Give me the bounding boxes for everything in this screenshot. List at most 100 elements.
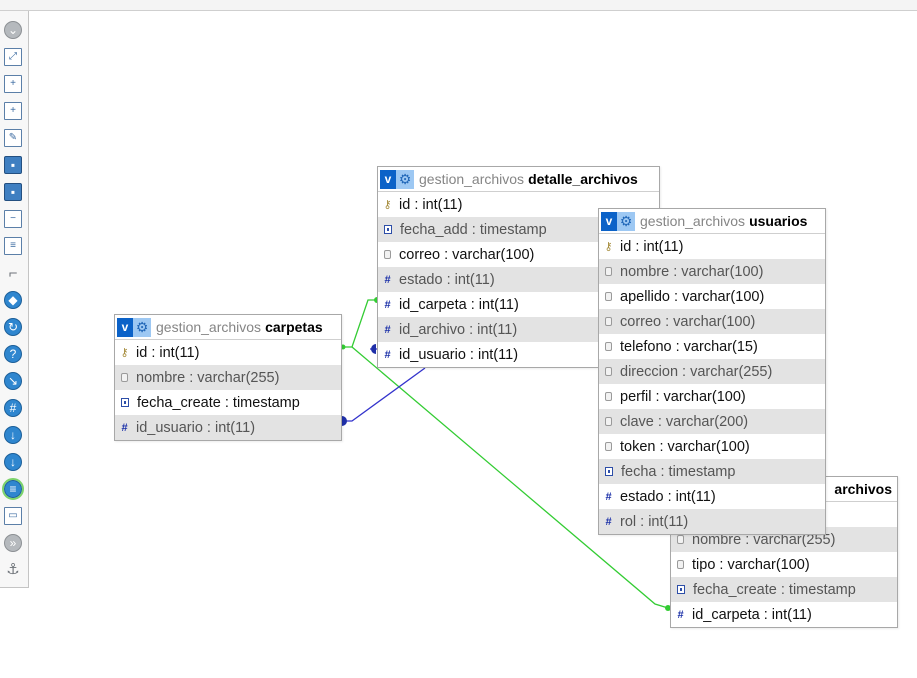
column-text: id_carpeta : int(11) — [692, 606, 812, 623]
move-menu-icon[interactable]: ↓ — [4, 453, 22, 471]
toggle-columns-button[interactable]: v — [117, 317, 133, 337]
column-row[interactable]: ⚷ id : int(11) — [378, 192, 659, 217]
text-type-icon — [384, 250, 391, 259]
pin-icon[interactable]: ⚓ — [6, 560, 20, 578]
text-type-icon — [677, 535, 684, 544]
gear-icon[interactable]: ⚙ — [396, 169, 414, 189]
column-text: rol : int(11) — [620, 513, 689, 530]
collapse-expand-icon[interactable]: ▭ — [4, 507, 22, 525]
column-row[interactable]: correo : varchar(100) — [378, 242, 659, 267]
column-row[interactable]: #rol : int(11) — [599, 509, 825, 534]
column-text: id_usuario : int(11) — [136, 419, 256, 436]
timestamp-icon — [121, 398, 129, 407]
add-table-icon[interactable]: + — [4, 75, 22, 93]
angular-links-icon[interactable]: ⌐ — [8, 264, 18, 282]
numeric-icon: # — [384, 348, 391, 361]
column-text: id_archivo : int(11) — [399, 321, 518, 338]
text-type-icon — [605, 417, 612, 426]
column-row[interactable]: # id_usuario : int(11) — [378, 342, 659, 367]
numeric-icon: # — [677, 608, 684, 621]
column-row[interactable]: fecha : timestamp — [599, 459, 825, 484]
export-icon[interactable]: ↓ — [4, 426, 22, 444]
small-big-icon[interactable]: ↻ — [4, 318, 22, 336]
column-text: estado : int(11) — [399, 271, 495, 288]
toggle-columns-button[interactable]: v — [380, 169, 396, 189]
snap-to-grid-icon[interactable]: ◆ — [4, 291, 22, 309]
pdf-export-icon[interactable]: ≡ — [4, 237, 22, 255]
column-row[interactable]: clave : varchar(200) — [599, 409, 825, 434]
toggle-columns-button[interactable]: v — [601, 211, 617, 231]
help-icon[interactable]: ? — [4, 345, 22, 363]
top-bar — [0, 0, 917, 11]
column-row[interactable]: ⚷id : int(11) — [599, 234, 825, 259]
column-text: fecha_add : timestamp — [400, 221, 547, 238]
table-header[interactable]: v ⚙ gestion_archivos usuarios — [599, 209, 825, 234]
table-header[interactable]: v ⚙ gestion_archivos carpetas — [115, 315, 341, 340]
column-row[interactable]: apellido : varchar(100) — [599, 284, 825, 309]
fullscreen-icon[interactable]: ⤢ — [4, 48, 22, 66]
table-name[interactable]: detalle_archivos — [528, 171, 638, 187]
column-text: nombre : varchar(100) — [620, 263, 764, 280]
column-text: apellido : varchar(100) — [620, 288, 765, 305]
table-name[interactable]: usuarios — [749, 213, 808, 229]
relation-icon[interactable]: ≡ — [2, 478, 24, 500]
key-icon: ⚷ — [120, 347, 129, 359]
column-row[interactable]: correo : varchar(100) — [599, 309, 825, 334]
save-as-icon[interactable]: ▪ — [4, 183, 22, 201]
table-header[interactable]: v ⚙ gestion_archivos detalle_archivos — [378, 167, 659, 192]
column-row[interactable]: ⚷id : int(11) — [115, 340, 341, 365]
column-text: clave : varchar(200) — [620, 413, 749, 430]
numeric-icon: # — [384, 298, 391, 311]
table-detalle-archivos[interactable]: v ⚙ gestion_archivos detalle_archivos ⚷ i… — [377, 166, 660, 368]
column-text: token : varchar(100) — [620, 438, 750, 455]
table-name[interactable]: carpetas — [265, 319, 323, 335]
add-page-icon[interactable]: + — [4, 102, 22, 120]
gear-icon[interactable]: ⚙ — [617, 211, 635, 231]
column-row[interactable]: # id_carpeta : int(11) — [671, 602, 897, 627]
column-row[interactable]: fecha_create : timestamp — [115, 390, 341, 415]
table-name[interactable]: archivos — [834, 481, 892, 497]
text-type-icon — [605, 442, 612, 451]
column-text: fecha_create : timestamp — [693, 581, 856, 598]
column-text: tipo : varchar(100) — [692, 556, 810, 573]
column-row[interactable]: # id_carpeta : int(11) — [378, 292, 659, 317]
relation-line-carpetas-detalle-id-carpeta — [342, 299, 377, 348]
column-text: id_usuario : int(11) — [399, 346, 519, 363]
text-type-icon — [605, 367, 612, 376]
column-row[interactable]: fecha_create : timestamp — [671, 577, 897, 602]
import-icon[interactable]: # — [4, 399, 22, 417]
gear-icon[interactable]: ⚙ — [133, 317, 151, 337]
column-row[interactable]: perfil : varchar(100) — [599, 384, 825, 409]
timestamp-icon — [677, 585, 685, 594]
toggle-relation-lines-icon[interactable]: ↘ — [4, 372, 22, 390]
column-text: telefono : varchar(15) — [620, 338, 758, 355]
save-icon[interactable]: ▪ — [4, 156, 22, 174]
text-type-icon — [605, 342, 612, 351]
column-row[interactable]: token : varchar(100) — [599, 434, 825, 459]
toggle-menu-icon[interactable]: » — [4, 534, 22, 552]
column-text: correo : varchar(100) — [399, 246, 535, 263]
column-text: id_carpeta : int(11) — [399, 296, 519, 313]
column-row[interactable]: nombre : varchar(255) — [115, 365, 341, 390]
relation-line-carpetas-archivos-id-carpeta — [351, 346, 669, 609]
numeric-icon: # — [384, 273, 391, 286]
column-row[interactable]: tipo : varchar(100) — [671, 552, 897, 577]
column-row[interactable]: nombre : varchar(100) — [599, 259, 825, 284]
column-row[interactable]: nombre : varchar(255) — [671, 527, 897, 552]
table-carpetas[interactable]: v ⚙ gestion_archivos carpetas ⚷id : int(… — [114, 314, 342, 441]
edit-page-icon[interactable]: ✎ — [4, 129, 22, 147]
column-text: id : int(11) — [399, 196, 463, 213]
timestamp-icon — [605, 467, 613, 476]
numeric-icon: # — [605, 490, 612, 503]
timestamp-icon — [384, 225, 392, 234]
column-row[interactable]: telefono : varchar(15) — [599, 334, 825, 359]
collapse-icon[interactable]: ⌄ — [4, 21, 22, 39]
column-row[interactable]: #id_usuario : int(11) — [115, 415, 341, 440]
key-icon: ⚷ — [604, 241, 613, 253]
table-usuarios[interactable]: v ⚙ gestion_archivos usuarios ⚷id : int(… — [598, 208, 826, 535]
key-icon: ⚷ — [383, 199, 392, 211]
column-row[interactable]: #estado : int(11) — [599, 484, 825, 509]
text-type-icon — [605, 317, 612, 326]
delete-page-icon[interactable]: − — [4, 210, 22, 228]
column-row[interactable]: direccion : varchar(255) — [599, 359, 825, 384]
